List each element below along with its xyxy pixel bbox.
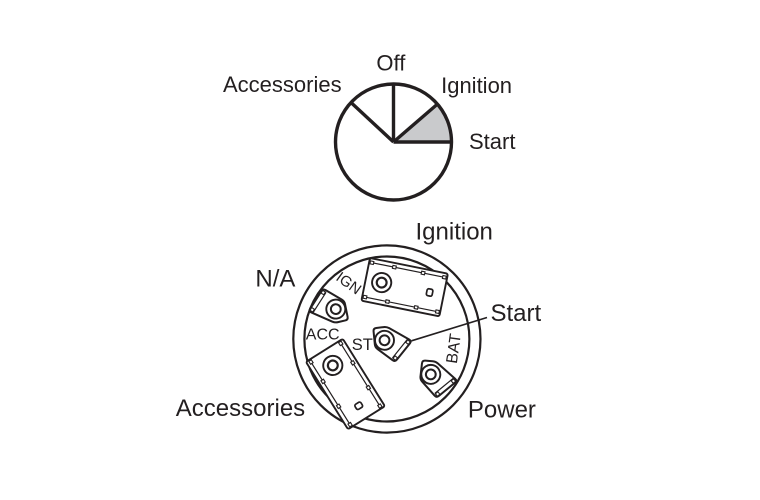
svg-text:Ignition: Ignition xyxy=(416,219,493,246)
svg-text:ST: ST xyxy=(352,336,373,354)
svg-text:Off: Off xyxy=(376,51,406,76)
svg-text:Accessories: Accessories xyxy=(223,72,342,97)
svg-text:N/A: N/A xyxy=(255,265,295,292)
svg-text:Power: Power xyxy=(468,397,536,424)
svg-text:Start: Start xyxy=(491,300,542,327)
svg-text:Ignition: Ignition xyxy=(441,73,512,98)
svg-text:ACC: ACC xyxy=(306,327,340,344)
svg-text:Start: Start xyxy=(469,129,515,154)
svg-text:BAT: BAT xyxy=(444,332,465,364)
svg-text:Accessories: Accessories xyxy=(176,395,305,422)
